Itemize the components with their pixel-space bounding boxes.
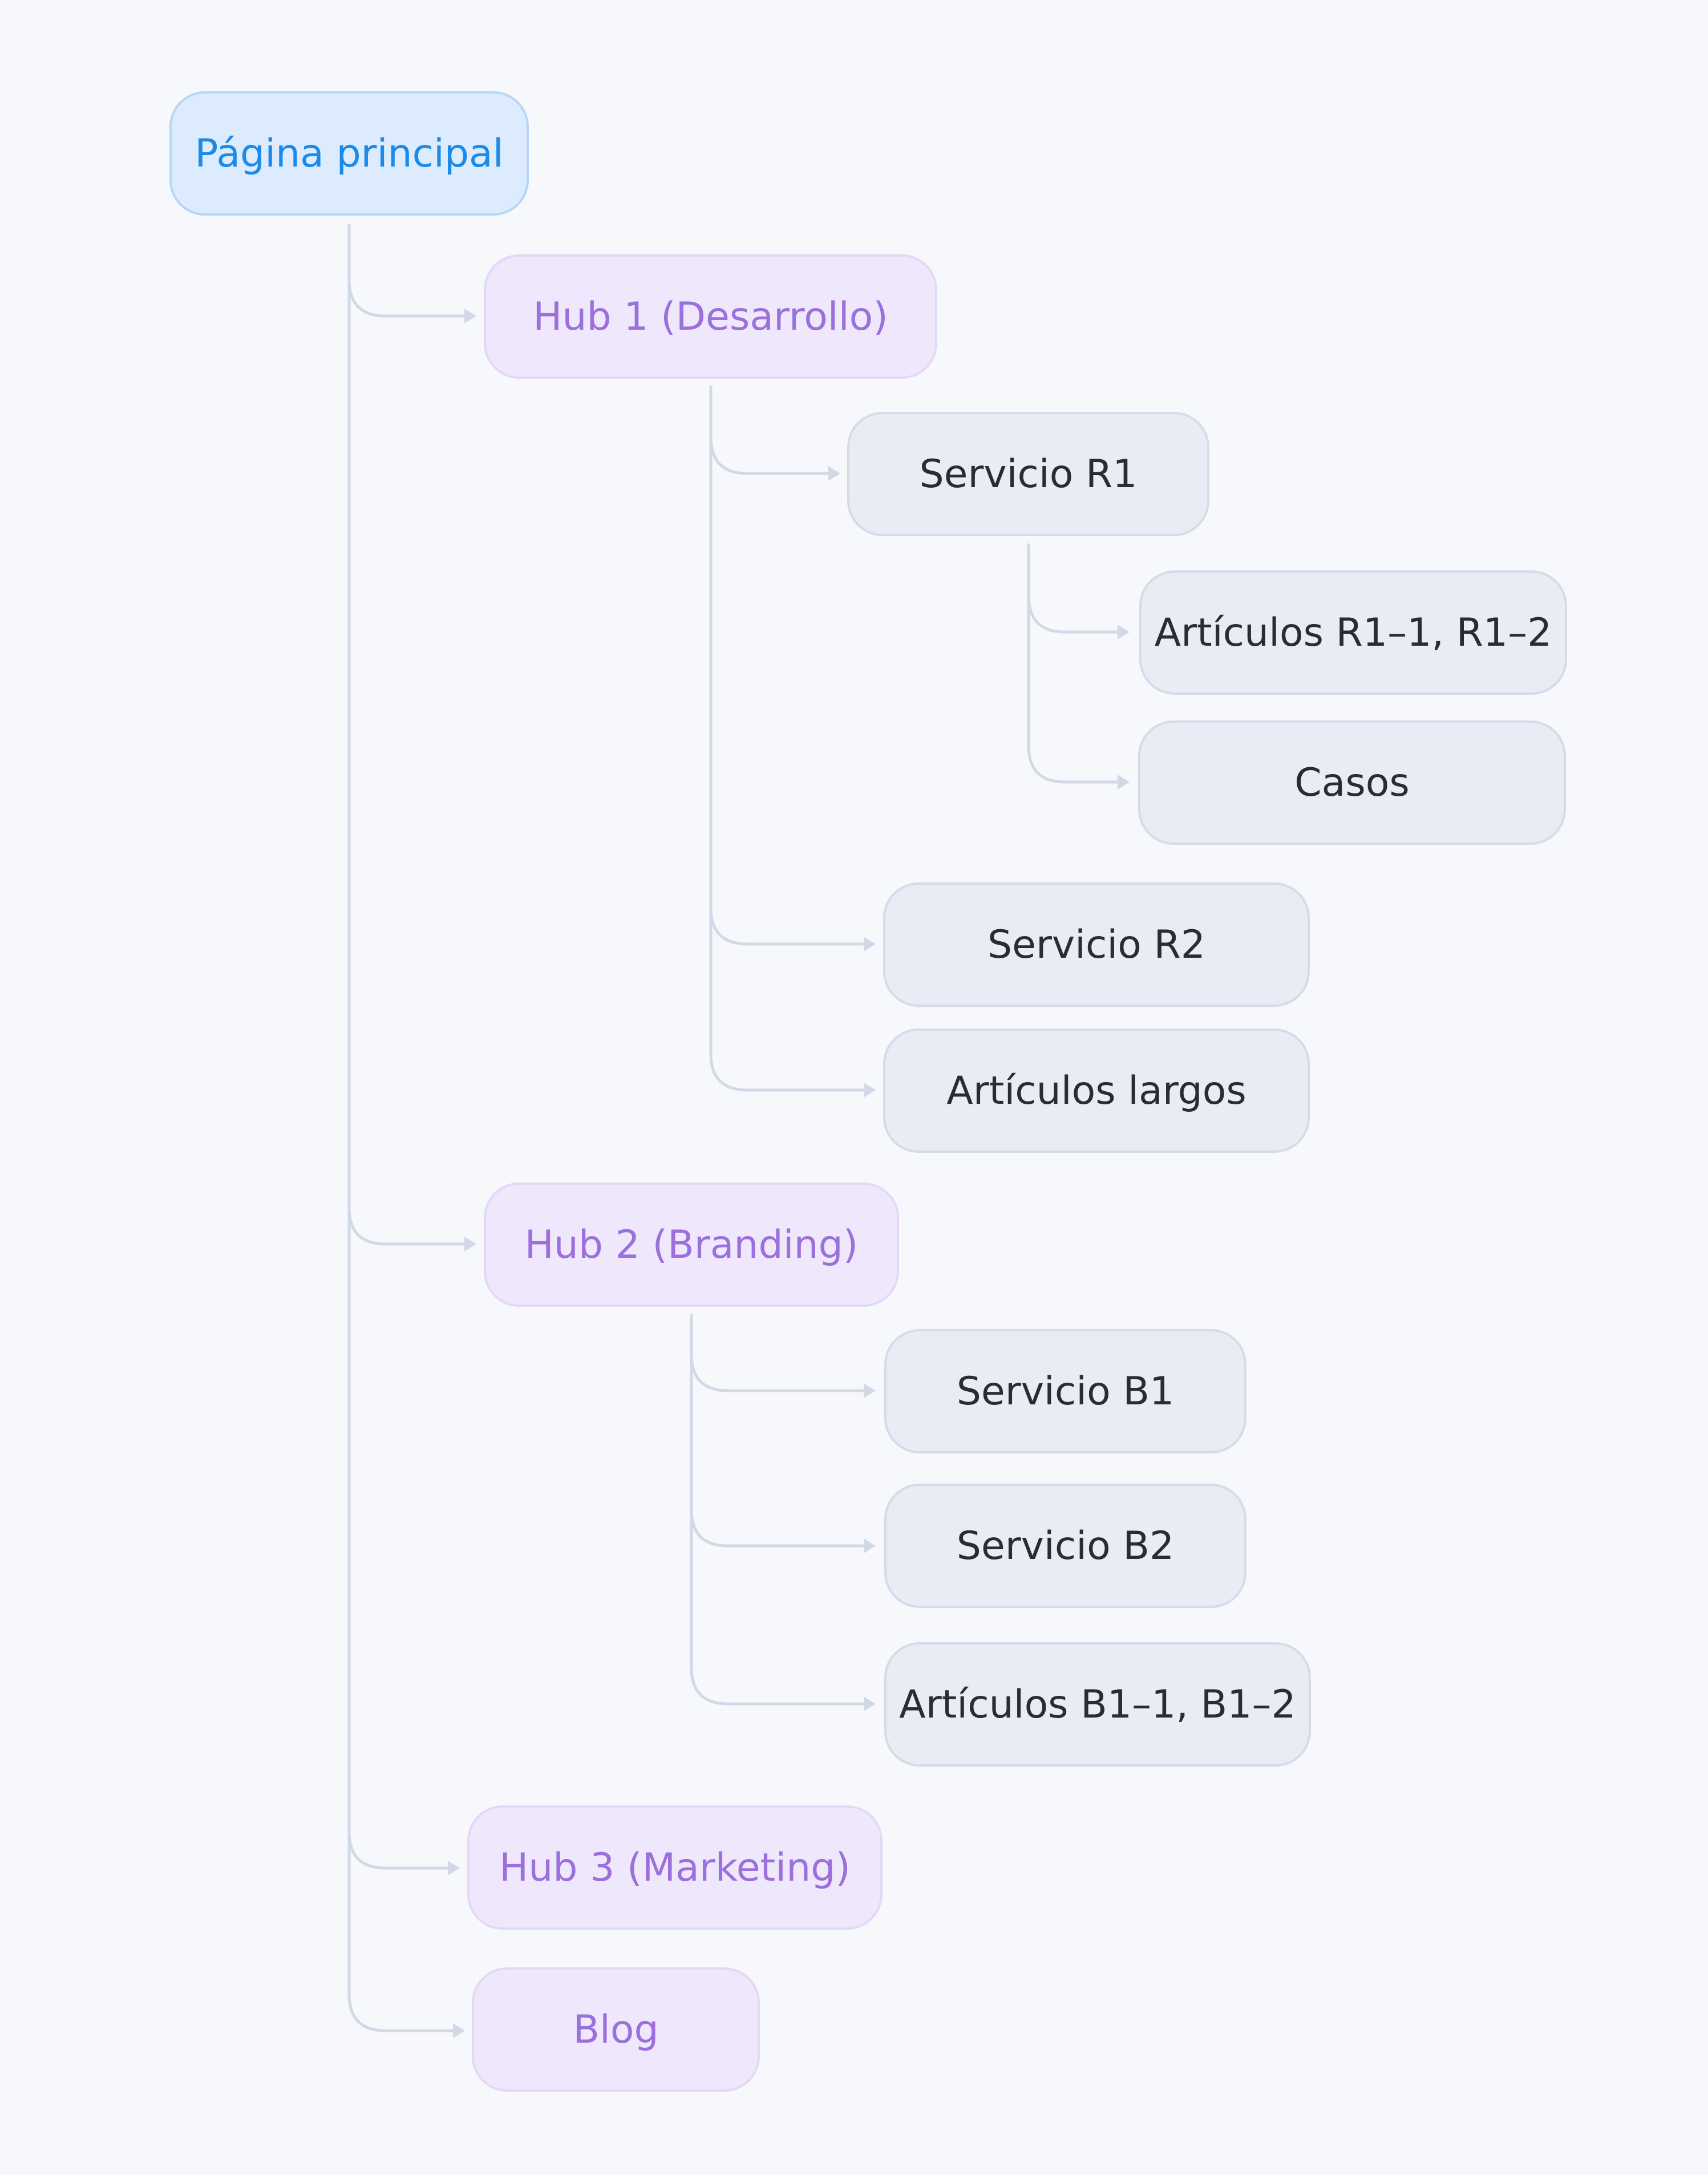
node-servicio-b1: Servicio B1 bbox=[884, 1329, 1246, 1453]
arrowhead bbox=[828, 466, 840, 481]
connector-hub2-servicio-b2 bbox=[690, 1352, 867, 1548]
node-casos: Casos bbox=[1138, 720, 1566, 845]
connector-r1-articulos bbox=[1027, 543, 1121, 634]
connector-r1-casos bbox=[1027, 594, 1121, 784]
arrowhead bbox=[464, 309, 476, 323]
node-servicio-b2: Servicio B2 bbox=[884, 1484, 1246, 1608]
arrowhead bbox=[864, 1696, 876, 1711]
node-articulos-b1: Artículos B1–1, B1–2 bbox=[884, 1642, 1311, 1767]
arrowhead bbox=[453, 2023, 465, 2038]
connector-hub1-servicio-r1 bbox=[709, 385, 832, 475]
arrowhead bbox=[864, 937, 876, 951]
arrowhead bbox=[864, 1383, 876, 1398]
node-pagina-principal: Página principal bbox=[169, 91, 529, 216]
connector-root-blog bbox=[347, 1830, 456, 2032]
node-articulos-largos: Artículos largos bbox=[883, 1028, 1310, 1153]
connector-hub1-servicio-r2 bbox=[709, 435, 867, 946]
connector-root-hub2 bbox=[347, 278, 468, 1246]
node-hub-1: Hub 1 (Desarrollo) bbox=[484, 254, 937, 379]
connectors-servicio-r1 bbox=[1027, 543, 1130, 789]
arrowhead bbox=[464, 1237, 476, 1251]
node-blog: Blog bbox=[472, 1967, 760, 2092]
node-servicio-r2: Servicio R2 bbox=[883, 882, 1310, 1007]
connector-root-hub3 bbox=[347, 1206, 451, 1870]
arrowhead bbox=[1118, 625, 1130, 639]
node-hub-3: Hub 3 (Marketing) bbox=[467, 1805, 883, 1930]
node-articulos-r1: Artículos R1–1, R1–2 bbox=[1139, 570, 1567, 695]
connectors-hub1 bbox=[709, 385, 876, 1097]
arrowhead bbox=[1118, 775, 1130, 789]
arrowhead bbox=[448, 1861, 460, 1876]
connector-hub2-servicio-b1 bbox=[690, 1313, 867, 1392]
connector-hub1-articulos-largos bbox=[709, 906, 867, 1092]
connector-root-hub1 bbox=[347, 224, 468, 318]
connectors-hub2 bbox=[690, 1313, 876, 1711]
connector-hub2-articulos bbox=[690, 1508, 867, 1706]
node-servicio-r1: Servicio R1 bbox=[847, 412, 1209, 536]
arrowhead bbox=[864, 1538, 876, 1553]
node-hub-2: Hub 2 (Branding) bbox=[484, 1182, 899, 1307]
connectors-root bbox=[347, 224, 476, 2038]
arrowhead bbox=[864, 1083, 876, 1097]
